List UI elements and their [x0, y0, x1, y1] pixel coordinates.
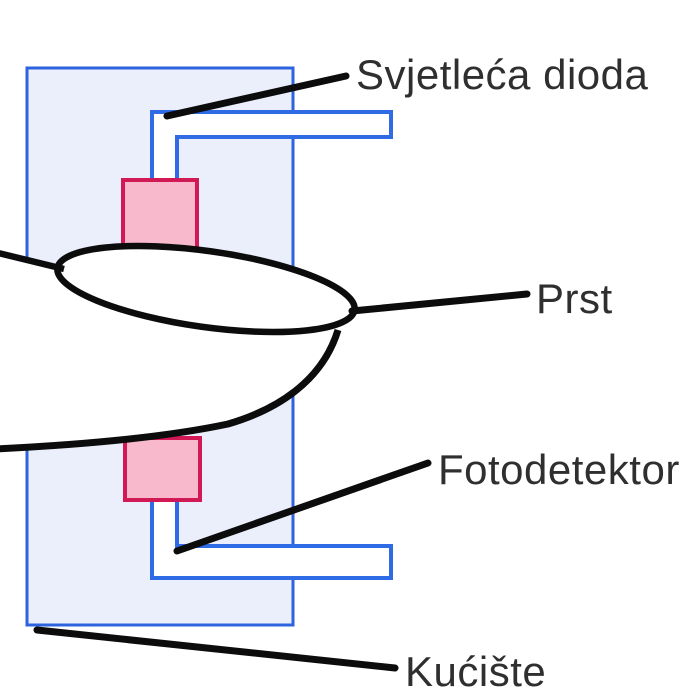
callout-line-led	[163, 72, 350, 120]
finger-bottom-contour	[0, 328, 342, 453]
label-photodetector: Fotodetektor	[438, 446, 680, 493]
label-housing: Kućište	[405, 648, 546, 695]
callout-line-housing	[33, 626, 399, 672]
callout-line-finger	[348, 290, 531, 315]
label-finger: Prst	[536, 275, 613, 322]
finger-top-contour	[0, 250, 65, 273]
photodetector-rect	[123, 436, 202, 502]
callout-line-photodetector	[173, 459, 432, 555]
label-led: Svjetleća dioda	[356, 51, 648, 98]
